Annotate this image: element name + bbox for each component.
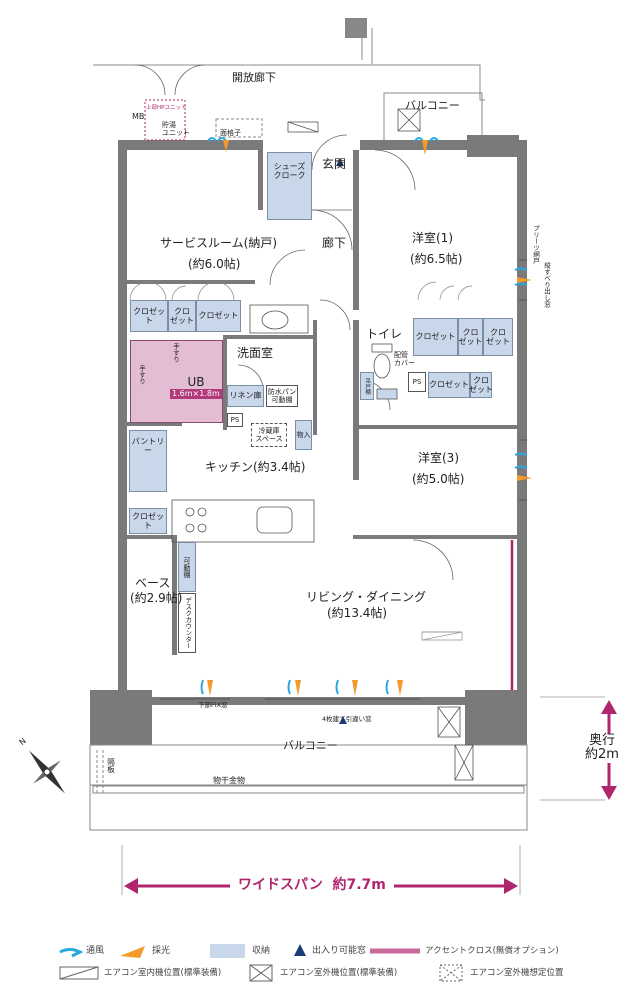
desk-counter-box: デスクカウンター [178, 593, 196, 653]
balcony-top-label: バルコニー [405, 99, 460, 112]
toilet-fixture [371, 343, 398, 400]
mb-label: MB [132, 112, 145, 121]
kitchen-label: キッチン(約3.4帖) [205, 460, 306, 474]
counter-lines [421, 631, 463, 641]
western1-size: (約6.5帖) [410, 252, 463, 266]
window-frames [160, 259, 527, 700]
legend-ac-indoor: エアコン室内機位置(標準装備) [104, 968, 222, 978]
balcony-bottom-outline [89, 744, 528, 831]
legend-door-window: 出入り可能窓 [312, 946, 367, 956]
outer-walls [90, 135, 527, 745]
washroom-label: 洗面室 [237, 346, 274, 360]
light-icon [207, 140, 532, 696]
triangle-icon [336, 158, 347, 724]
linen-storage: リネン庫 [227, 385, 264, 407]
fridge-space: 冷蔵庫 スペース [251, 423, 287, 447]
unit-bath [130, 340, 223, 423]
handrail-label-2: 手すり [171, 343, 180, 363]
ps-box-1: PS [227, 413, 243, 427]
handrail-label-1: 手すり [137, 365, 146, 385]
lattice-label: 面格子 [220, 129, 241, 137]
entrance-label: 玄関 [322, 157, 347, 171]
service-room-size: (約6.0帖) [188, 257, 241, 271]
balcony-bottom-label: バルコニー [283, 739, 338, 752]
pleated-door-label: プリーツ網戸 [531, 225, 540, 264]
legend-ac-outdoor: エアコン室外機位置(標準装備) [280, 968, 398, 978]
western3-label: 洋室(3) [418, 451, 459, 465]
drying-rack-label: 物干金物 [213, 776, 245, 785]
hanging-shelf: 吊戸棚 [360, 372, 374, 400]
ps-box-2: PS [408, 372, 426, 392]
storage-unit-label: 貯湯 ユニット [162, 121, 190, 137]
waterproof-pan-box: 防水パン可動棚 [266, 385, 298, 407]
balcony-top-outline [93, 28, 485, 144]
closet-western3-1: クロゼット [428, 372, 470, 398]
wind-icon [200, 137, 528, 695]
closet-service-3: クロゼット [196, 300, 241, 332]
legend-accent: アクセントクロス(無償オプション) [425, 946, 559, 956]
wind-light-indicators [200, 137, 532, 724]
kitchen-counter [171, 304, 315, 543]
closet-service-2: クロ ゼット [168, 300, 196, 332]
depth-guides [540, 696, 605, 801]
shoes-cloak: シューズ クローク [267, 152, 312, 220]
storage-small: 物入 [295, 420, 312, 450]
western1-label: 洋室(1) [412, 231, 453, 245]
base-size: (約2.9帖) [130, 591, 183, 605]
closet-western3-2: クロ ゼット [469, 372, 493, 398]
partition-label: 隔板 [106, 758, 116, 773]
service-room-label: サービスルーム(納戸) [160, 236, 278, 250]
corridor-label: 廊下 [322, 236, 347, 250]
lattice-box [215, 118, 263, 138]
vertical-slide-label: 縦すべり出し窓 [542, 262, 551, 308]
legend-wind: 通風 [86, 946, 105, 956]
closet-western1-3: クロ ゼット [483, 318, 513, 356]
pipe-cover-label: 配管 カバー [394, 351, 415, 367]
closet-service-1: クロゼット [130, 300, 168, 332]
closet-door-swings [129, 281, 473, 301]
closet-base: クロゼット [129, 508, 167, 534]
western3-size: (約5.0帖) [412, 472, 465, 486]
ub-size: 1.6m×1.8m [170, 389, 222, 399]
pantry: パントリー [129, 430, 167, 492]
legend-storage: 収納 [252, 946, 271, 956]
legend-ac-assumed: エアコン室外機想定位置 [470, 968, 564, 978]
closet-western1-1: クロゼット [413, 318, 458, 356]
closet-western1-2: クロ ゼット [458, 318, 483, 356]
compass-icon [29, 750, 65, 794]
lower-fix-label: 下部FIX窓 [198, 701, 228, 709]
legend-light: 採光 [152, 946, 171, 956]
wide-span-label: ワイドスパン 約7.7m [230, 878, 394, 892]
hp-unit-label: 上部HPユニット [146, 105, 187, 111]
ub-label: UB [187, 375, 205, 389]
base-label: ベース [135, 576, 171, 590]
legend-icons [59, 944, 463, 982]
living-label: リビング・ダイニング [306, 590, 427, 604]
movable-shelf-vertical: 可動棚 [178, 542, 196, 592]
living-size: (約13.4帖) [327, 606, 388, 620]
depth-label: 奥行 約2m [585, 733, 619, 763]
ac-indoor-units [287, 108, 474, 781]
sliding-window-label: 4枚建て引違い窓 [322, 715, 372, 723]
open-corridor-label: 開放廊下 [232, 71, 276, 84]
toilet-label: トイレ [366, 327, 403, 341]
hp-unit-box [144, 99, 186, 141]
column-top [345, 18, 367, 38]
